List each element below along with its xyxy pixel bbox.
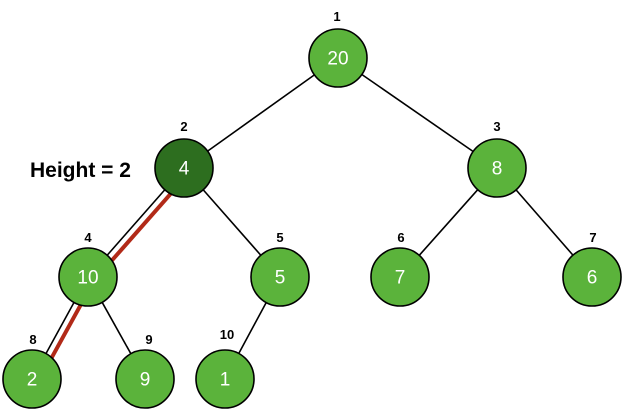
tree-node-8: 2 (2, 349, 62, 409)
node-value: 1 (220, 370, 231, 391)
node-index-label: 6 (397, 230, 404, 245)
nodes-layer: 20 4 8 10 5 7 6 2 9 1 (2, 28, 622, 409)
edge-5-10 (238, 302, 267, 354)
node-value: 6 (587, 268, 598, 289)
tree-node-3: 8 (467, 138, 527, 198)
node-value: 8 (492, 159, 503, 180)
node-index-label: 9 (145, 332, 152, 347)
node-circle (115, 349, 175, 409)
node-value: 2 (27, 370, 38, 391)
node-index-label: 5 (276, 230, 283, 245)
edges-layer (45, 73, 574, 355)
node-value: 7 (395, 268, 406, 289)
node-value: 9 (140, 370, 151, 391)
tree-node-7: 6 (562, 247, 622, 307)
node-circle (250, 247, 310, 307)
index-labels-layer: 1 2 3 4 5 6 7 8 9 10 (29, 9, 596, 347)
height-path-segment-2-4 (109, 191, 173, 263)
node-circle (370, 247, 430, 307)
tree-node-1: 20 (308, 28, 368, 88)
node-index-label: 7 (589, 230, 596, 245)
node-value: 20 (327, 49, 348, 70)
node-circle (467, 138, 527, 198)
tree-node-9: 9 (115, 349, 175, 409)
node-index-label: 10 (220, 327, 234, 342)
tree-node-2: 4 (154, 138, 214, 198)
edge-1-3 (361, 73, 474, 153)
height-label: Height = 2 (30, 159, 131, 182)
edge-4-8 (45, 302, 75, 354)
node-circle (58, 247, 118, 307)
node-circle (154, 138, 214, 198)
node-circle (308, 28, 368, 88)
tree-node-4: 10 (58, 247, 118, 307)
node-index-label: 2 (180, 119, 187, 134)
tree-node-5: 5 (250, 247, 310, 307)
node-index-label: 8 (29, 332, 36, 347)
edge-3-7 (515, 189, 574, 256)
node-value: 4 (179, 159, 190, 180)
edge-1-2 (207, 74, 315, 152)
node-circle (195, 349, 255, 409)
height-path-segment-4-8 (49, 303, 83, 360)
node-index-label: 3 (493, 119, 500, 134)
node-circle (562, 247, 622, 307)
node-index-label: 1 (333, 9, 340, 24)
height-path-layer (49, 191, 173, 360)
node-circle (2, 349, 62, 409)
edge-4-9 (101, 301, 132, 355)
edge-2-5 (202, 189, 262, 256)
node-value: 5 (275, 268, 286, 289)
edge-3-6 (418, 189, 479, 256)
node-index-label: 4 (84, 230, 92, 245)
edge-2-4 (106, 189, 166, 256)
tree-node-6: 7 (370, 247, 430, 307)
tree-node-10: 1 (195, 349, 255, 409)
node-value: 10 (77, 268, 98, 289)
